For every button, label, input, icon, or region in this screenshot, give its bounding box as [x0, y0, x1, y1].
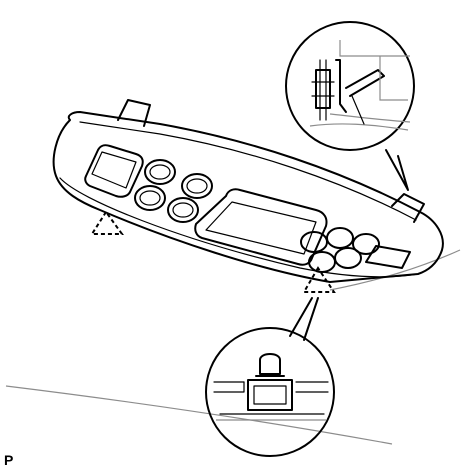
- switch-button: [167, 197, 199, 223]
- triangle-clip-marker-icon: [302, 266, 336, 293]
- switch-button: [134, 185, 166, 211]
- headliner-contour: [5, 249, 461, 445]
- mounting-tab-right: [391, 193, 425, 223]
- right-switch-rect: [365, 245, 411, 269]
- figure-label: P: [4, 452, 14, 468]
- switch-cluster-left: [134, 159, 213, 223]
- switch-cluster-right: [300, 227, 411, 273]
- switch-button: [144, 159, 176, 185]
- triangle-clip-marker-icon: [90, 210, 124, 235]
- mounting-tab-left: [117, 99, 151, 127]
- switch-button: [181, 173, 213, 199]
- detail-callout-bottom: [205, 297, 335, 457]
- center-lens: [194, 188, 328, 266]
- map-light-lens-left: [84, 144, 144, 198]
- overhead-console-body: [52, 111, 444, 283]
- detail-callout-top: [285, 21, 415, 191]
